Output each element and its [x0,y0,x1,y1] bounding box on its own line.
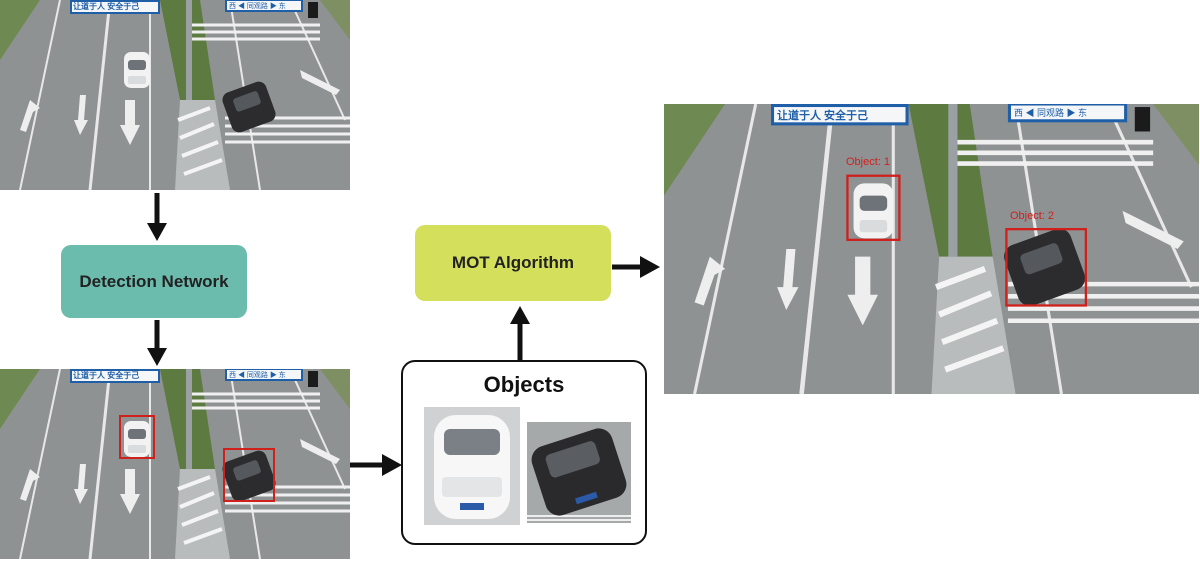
object-1-label: Object: 1 [846,156,891,168]
input-frame-top: 让道于人 安全于己 西 ◀ 同观路 ▶ 东 [0,0,350,190]
tracking-output-frame: Object: 1 Object: 2 让道于人 安全于己 西 ◀ 同观路 ▶ … [664,104,1199,394]
detection-network-node: Detection Network [61,245,247,318]
objects-title: Objects [483,372,565,397]
objects-panel: Objects [401,360,647,545]
direction-sign-text: 西 ◀ 同观路 ▶ 东 [1014,108,1088,118]
arrow-right-icon [612,256,660,278]
arrow-right-icon [350,454,402,476]
object-crop-white-car [424,407,520,525]
direction-sign-text: 西 ◀ 同观路 ▶ 东 [229,372,286,379]
detection-network-label: Detection Network [79,271,229,291]
object-2-label: Object: 2 [1010,210,1055,222]
direction-sign-text: 西 ◀ 同观路 ▶ 东 [229,3,286,10]
mot-algorithm-label: MOT Algorithm [451,253,575,272]
arrow-down-icon [147,193,167,241]
arrow-down-icon [147,320,167,366]
arrow-up-icon [510,306,530,360]
banner-sign-text: 让道于人 安全于己 [73,371,140,380]
banner-sign-text: 让道于人 安全于己 [73,2,140,11]
mot-algorithm-node: MOT Algorithm [415,225,611,301]
detection-frame: 让道于人 安全于己 西 ◀ 同观路 ▶ 东 [0,369,350,559]
object-crop-dark-car [527,422,631,523]
banner-sign-text: 让道于人 安全于己 [777,110,869,122]
